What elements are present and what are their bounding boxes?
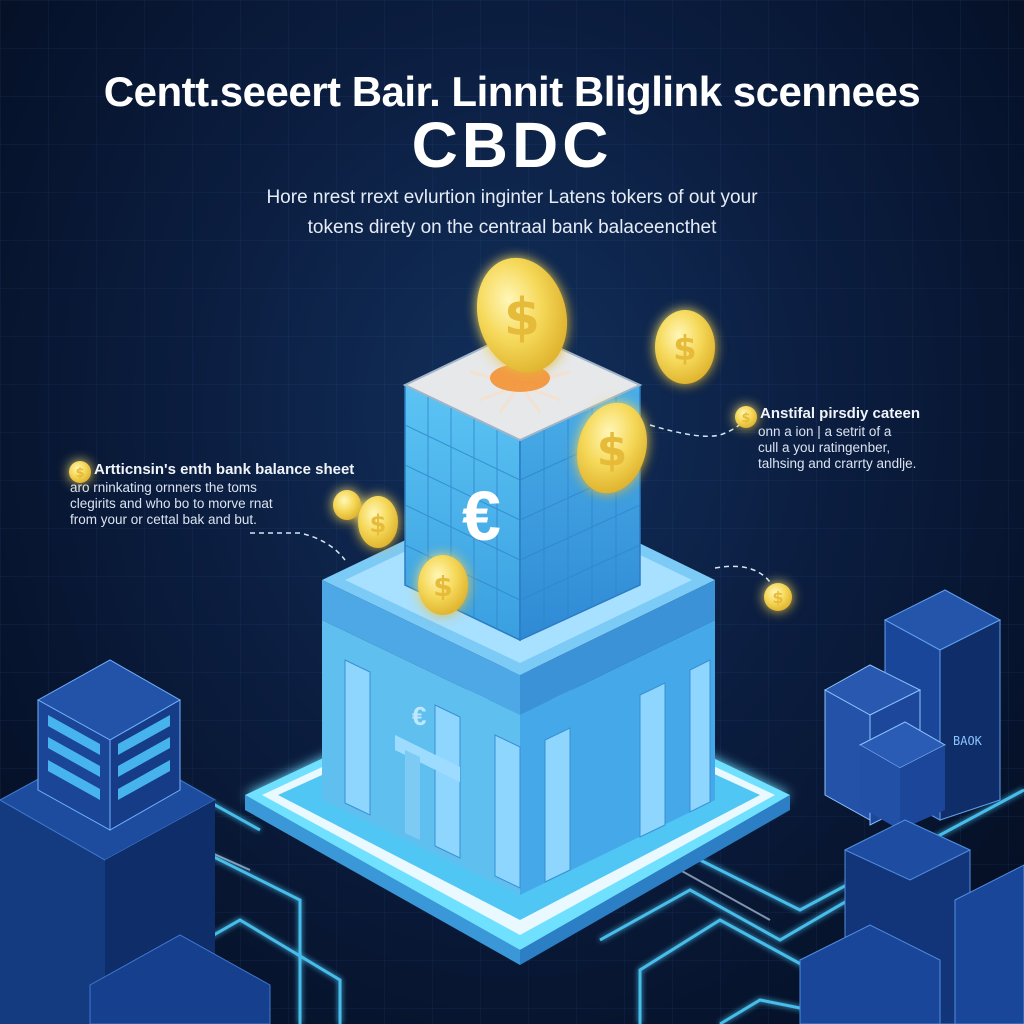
- description-line: tokens direty on the centraal bank balac…: [307, 217, 717, 238]
- callout-line: aro rninkating ornners the toms: [70, 480, 257, 495]
- euro-facade-icon: €: [412, 701, 426, 731]
- description-line: Hore nrest rrext evlurtion inginter Late…: [266, 187, 758, 208]
- callout-line: talhsing and crarrty andlje.: [758, 456, 917, 471]
- cbdc-heading: CBDC: [411, 109, 613, 181]
- svg-text:$: $: [370, 510, 387, 538]
- callout-left: Artticnsin's enth bank balance sheet aro…: [66, 461, 366, 528]
- svg-text:$: $: [433, 570, 452, 603]
- coins: $ $ $ $ $ $ $ $: [69, 257, 792, 615]
- callout-left-body: aro rninkating ornners the toms clegirit…: [66, 480, 366, 528]
- description: Hore nrest rrext evlurtion inginter Late…: [0, 183, 1024, 243]
- callout-line: from your or cettal bak and but.: [70, 512, 257, 527]
- callout-right-heading: Anstifal pirsdiy cateen: [760, 405, 921, 422]
- callout-left-heading: Artticnsin's enth bank balance sheet: [94, 461, 355, 478]
- bank-sign: BAOK: [953, 734, 983, 748]
- svg-text:$: $: [772, 588, 783, 607]
- svg-text:$: $: [504, 288, 540, 348]
- page-title: Centt.seeert Bair. Linnit Bliglink scenn…: [103, 68, 921, 115]
- callout-line: cull a you ratingenber,: [758, 440, 891, 455]
- svg-text:$: $: [597, 425, 628, 476]
- svg-text:$: $: [741, 411, 750, 426]
- svg-text:$: $: [673, 329, 697, 369]
- svg-text:$: $: [75, 466, 84, 481]
- glass-tower: €: [402, 328, 643, 642]
- right-city-buildings: BAOK: [799, 589, 1024, 1024]
- euro-tower-icon: €: [462, 477, 501, 555]
- callout-right-body: onn a ion | a setrit of a cull a you rat…: [734, 424, 954, 472]
- callout-line: onn a ion | a setrit of a: [758, 424, 892, 439]
- callout-line: clegirits and who bo to morve rnat: [70, 496, 273, 511]
- callout-right: Anstifal pirsdiy cateen onn a ion | a se…: [734, 405, 954, 472]
